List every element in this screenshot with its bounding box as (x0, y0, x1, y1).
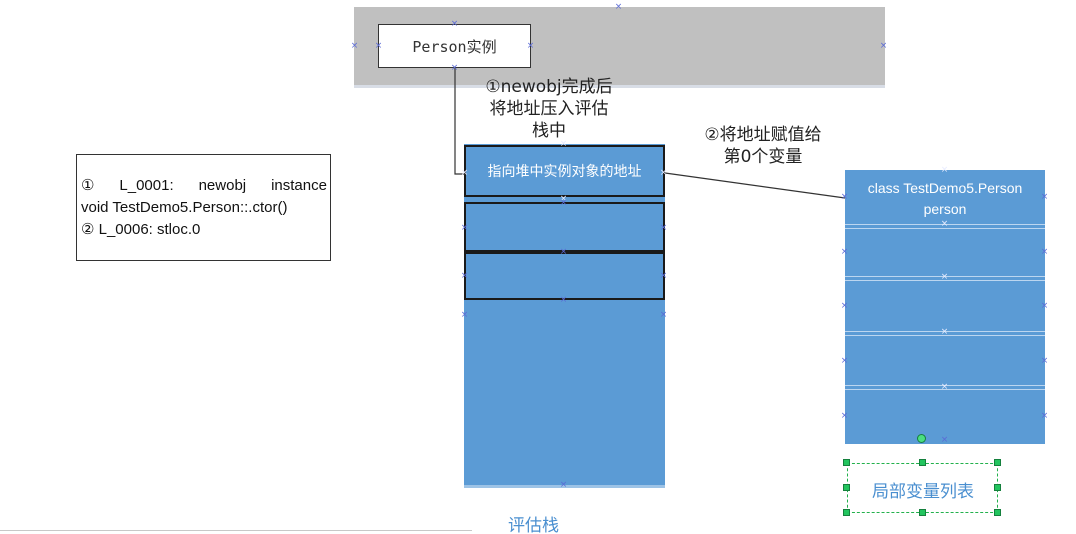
connection-point-marker: × (840, 247, 849, 257)
local-variable-list-label[interactable]: 局部变量列表 (872, 481, 974, 502)
connection-point-marker: × (559, 194, 568, 204)
connection-point-marker: × (840, 192, 849, 202)
code-line-1-part-a: L_0001: (119, 177, 174, 194)
person-instance-box[interactable]: Person实例 (378, 24, 531, 68)
code-line-1-num: ① (81, 177, 95, 194)
eval-stack-slot-address[interactable]: 指向堆中实例对象的地址 (464, 145, 665, 197)
step1-caption-line-2: 将地址压入评估 (489, 99, 609, 119)
connection-point-marker: × (460, 168, 469, 178)
connection-point-marker: × (840, 411, 849, 421)
eval-stack-slot-2[interactable] (464, 202, 665, 252)
connection-point-marker: × (659, 310, 668, 320)
connection-point-marker: × (659, 168, 668, 178)
connection-point-marker: × (526, 41, 535, 51)
connection-point-marker: × (460, 271, 469, 281)
connection-point-marker: × (614, 2, 623, 12)
local-slot-divider (845, 280, 1045, 281)
local-slot-divider (845, 228, 1045, 229)
resize-handle-nw[interactable] (843, 459, 850, 466)
connection-point-marker: × (350, 41, 359, 51)
connection-point-marker: × (840, 301, 849, 311)
connection-point-marker: × (559, 198, 568, 208)
connection-point-marker: × (940, 327, 949, 337)
connector-heap-to-eval-stack[interactable] (454, 68, 466, 175)
local-slot-divider (845, 276, 1045, 277)
code-line-1-part-b: newobj (198, 177, 247, 194)
step2-caption-line-2: 第0个变量 (723, 147, 803, 167)
local-variable-list[interactable] (845, 170, 1045, 444)
resize-handle-se[interactable] (994, 509, 1001, 516)
connection-point-marker: × (879, 41, 888, 51)
evaluation-stack[interactable] (464, 144, 665, 488)
resize-handle-e[interactable] (994, 484, 1001, 491)
evaluation-stack-label: 评估栈 (508, 516, 559, 534)
connection-point-marker: × (940, 219, 949, 229)
local-variable-slot-0[interactable]: class TestDemo5.Person person (845, 172, 1045, 224)
resize-handle-n[interactable] (919, 459, 926, 466)
connection-point-marker: × (1040, 301, 1049, 311)
code-line-1-part-c: instance (271, 177, 327, 194)
step1-caption-line-1: ①newobj完成后 (485, 77, 613, 97)
connection-point-marker: × (1040, 247, 1049, 257)
local-slot-divider (845, 389, 1045, 390)
connection-point-marker: × (460, 223, 469, 233)
connection-point-marker: × (940, 382, 949, 392)
code-line-1: ① L_0001: newobj instance (81, 175, 327, 197)
local-slot-divider (845, 331, 1045, 332)
connection-point-marker: × (1040, 192, 1049, 202)
local-slot-divider (845, 385, 1045, 386)
connection-point-marker: × (659, 223, 668, 233)
resize-handle-sw[interactable] (843, 509, 850, 516)
connection-point-marker: × (559, 295, 568, 305)
code-line-2: void TestDemo5.Person::.ctor() (81, 199, 288, 216)
connection-point-marker: × (559, 247, 568, 257)
step2-caption: ②将地址赋值给 第0个变量 (688, 124, 838, 168)
connection-point-marker: × (374, 41, 383, 51)
step2-caption-line-1: ②将地址赋值给 (704, 125, 822, 145)
connection-point-marker: × (940, 165, 949, 175)
connection-point-marker: × (1040, 411, 1049, 421)
connection-point-marker: × (559, 139, 568, 149)
resize-handle-ne[interactable] (994, 459, 1001, 466)
connection-point-marker: × (659, 271, 668, 281)
local-variable-slot-0-type: class TestDemo5.Person (867, 180, 1023, 196)
connection-point-marker: × (559, 480, 568, 490)
person-instance-label: Person实例 (412, 37, 497, 56)
connection-point-marker: × (940, 435, 949, 445)
connection-point-marker: × (940, 272, 949, 282)
eval-stack-slot-3[interactable] (464, 252, 665, 300)
connector-eval-stack-to-local[interactable] (664, 172, 846, 199)
eval-stack-slot-address-label: 指向堆中实例对象的地址 (487, 164, 642, 180)
step1-caption-line-3: 栈中 (532, 121, 566, 141)
step1-caption: ①newobj完成后 将地址压入评估 栈中 (474, 76, 624, 142)
resize-handle-w[interactable] (843, 484, 850, 491)
rotate-handle[interactable] (917, 434, 926, 443)
heap-region-edge (354, 85, 885, 88)
local-slot-divider (845, 224, 1045, 225)
connection-point-marker: × (840, 356, 849, 366)
connection-point-marker: × (1040, 356, 1049, 366)
bottom-rule (0, 530, 472, 531)
connection-point-marker: × (450, 19, 459, 29)
connection-point-marker: × (460, 310, 469, 320)
local-variable-slot-0-name: person (923, 201, 967, 217)
resize-handle-s[interactable] (919, 509, 926, 516)
connection-point-marker: × (450, 63, 459, 73)
evaluation-stack-edge (464, 485, 665, 488)
il-code-box[interactable]: ① L_0001: newobj instance void TestDemo5… (76, 154, 331, 261)
local-slot-divider (845, 335, 1045, 336)
code-line-3: ② L_0006: stloc.0 (81, 221, 201, 238)
